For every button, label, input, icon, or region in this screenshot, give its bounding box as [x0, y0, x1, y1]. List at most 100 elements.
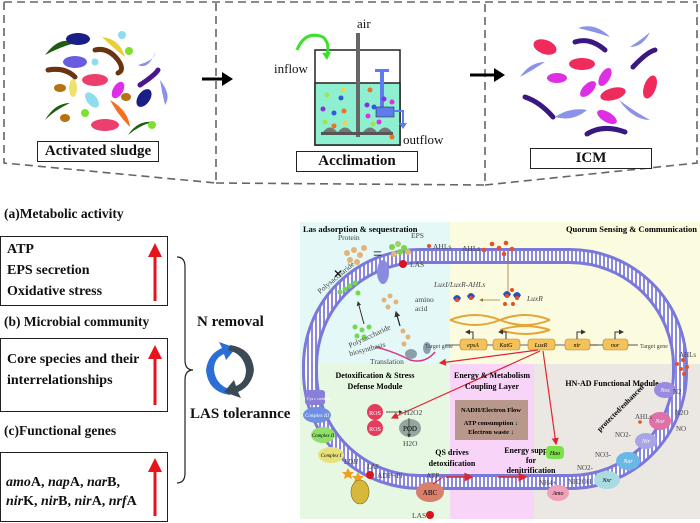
label-nh4: NH4+: [539, 479, 557, 487]
icm-microbes: [520, 26, 658, 137]
section-title-community: (b) Microbial community: [4, 314, 150, 329]
increase-arrow-icon: [148, 345, 162, 405]
gene-nirb: nir: [41, 494, 59, 509]
cycle-arrows-icon: [206, 342, 254, 398]
reactor-air-label: air: [357, 16, 371, 31]
enzyme-nir: Nir: [641, 439, 651, 445]
label-energy-support-1: Energy support: [504, 446, 558, 455]
complex-ii: Complex II: [312, 434, 335, 439]
gene-nira: nir: [74, 494, 92, 509]
reactor-inflow-label: inflow: [274, 61, 308, 76]
enzyme-nos: Nos: [659, 388, 670, 394]
reactor-illustration: [295, 33, 407, 146]
arrow-right-icon: [470, 68, 505, 82]
enzyme-nor: Nor: [654, 419, 665, 425]
activated-sludge-microbes: [45, 31, 168, 135]
label-ahls-2: AHLs: [462, 244, 480, 253]
module-title-hnad: HN-AD Functional Module: [565, 379, 659, 388]
label-atp: ATP: [426, 471, 439, 480]
cell-mechanism-diagram: = ✕ Las adsorption & sequestration Prote…: [300, 222, 700, 520]
gene-suffix: B: [58, 494, 68, 509]
label-eps: EPS: [411, 231, 424, 240]
module-title-qs: Quorum Sensing & Communication: [566, 224, 697, 234]
arrow-right-icon: [202, 72, 233, 86]
section-title-genes: (c)Functional genes: [4, 423, 117, 438]
gene-nrf: nrf: [108, 494, 127, 509]
gene-suffix: A: [91, 494, 102, 509]
label-no: NO: [676, 425, 686, 433]
label-qs-drives-1: QS drives: [435, 448, 469, 457]
label-ldh: LDH: [343, 458, 359, 466]
gene-suffix: A: [69, 475, 80, 490]
complex-i: Complex I: [321, 454, 342, 459]
module-title-las: Las adsorption & sequestration: [303, 224, 418, 234]
gene-line-1: amoA, napA, narB,: [6, 475, 121, 490]
label-ahls-1: AHLs: [433, 242, 451, 251]
gene-luxr: LuxR: [534, 343, 548, 349]
gene-amo: amo: [6, 475, 31, 490]
label-energy-support-3: denitrification: [507, 466, 556, 475]
outcome-las-tolerance: LAS tolerannce: [190, 406, 291, 422]
label-ros-2: ROS: [369, 427, 381, 433]
enzyme-amo: Amo: [552, 491, 564, 497]
nadh-line1: ATP consumption ↓: [464, 420, 518, 427]
label-acid: acid: [415, 304, 428, 313]
metabolic-activity-box: ATP EPS secretion Oxidative stress: [0, 236, 168, 306]
module-title-energy-1: Energy & Metabolism: [454, 371, 530, 380]
label-las-1: LAS: [410, 260, 424, 269]
metabolic-item: Oxidative stress: [7, 284, 103, 299]
label-ahls-3: AHLs: [635, 413, 652, 421]
label-abc: ABC: [423, 489, 438, 497]
enzyme-nxr: Nxr: [602, 478, 613, 484]
gene-line-2: nirK, nirB, nirA, nrfA: [6, 494, 137, 509]
gene-nap: nap: [48, 475, 70, 490]
module-title-energy-2: Coupling Layer: [465, 382, 519, 391]
metabolic-item: ATP: [7, 242, 34, 257]
gene-nor: nor: [611, 343, 620, 349]
label-qs-drives-2: detoxification: [429, 459, 476, 468]
stage-label-acclimation: Acclimation: [296, 151, 418, 172]
gene-katg: KatG: [498, 343, 513, 349]
label-ros-1: ROS: [369, 411, 381, 417]
outcome-n-removal: N removal: [197, 314, 264, 330]
label-ahls-4: AHLs: [679, 351, 696, 359]
label-no2-b: NO2-: [615, 431, 632, 439]
top-panel-frame: [3, 1, 698, 186]
label-n2o: N2O: [675, 409, 689, 417]
label-n2: N2: [673, 388, 682, 396]
label-las-2: LAS: [366, 463, 379, 471]
module-title-detox-2: Defense Module: [348, 382, 403, 391]
gene-suffix: A: [126, 494, 137, 509]
label-h2o: H2O: [403, 439, 418, 448]
label-las-3: LAS: [412, 511, 426, 520]
functional-genes-box: amoA, napA, narB, nirK, nirB, nirA, nrfA: [0, 452, 168, 522]
nadh-line2: Electron waste ↓: [468, 429, 514, 436]
gene-suffix: K: [23, 494, 35, 509]
gene-nir: nir: [573, 343, 581, 349]
label-no3: NO3-: [595, 451, 612, 459]
label-target-gene-right: Target gene: [640, 344, 668, 350]
metabolic-item: EPS secretion: [7, 263, 90, 278]
nadh-box: [455, 400, 528, 440]
label-luxi-luxr-ahls: LuxI/LuxR-AHLs: [433, 280, 485, 289]
module-title-detox-1: Detoxification & Stress: [336, 371, 415, 380]
label-amino: amino: [415, 295, 434, 304]
stage-label-activated-sludge: Activated sludge: [37, 141, 159, 162]
svg-text:=: =: [373, 246, 382, 263]
microbial-community-box: Core species and their interrelationship…: [0, 338, 168, 412]
stage-label-icm: ICM: [530, 148, 652, 169]
enzyme-hao: Hao: [549, 451, 560, 457]
label-protein: Protein: [338, 233, 360, 242]
label-adp: ADP+Pi: [377, 471, 403, 480]
increase-arrow-icon: [148, 458, 162, 516]
nadh-title: NADH/Electron Flow: [461, 407, 521, 414]
complex-iii: Complex III: [305, 414, 329, 419]
label-luxr: LuxR: [526, 294, 543, 303]
gene-suffix: A: [30, 475, 42, 490]
label-energy-support-2: for: [526, 456, 537, 465]
curly-brace: [176, 256, 194, 484]
reactor-outflow-label: outflow: [403, 132, 444, 147]
enzyme-nar: Nar: [622, 459, 633, 465]
svg-text:✕: ✕: [333, 267, 343, 281]
label-no2-a: NO2-: [577, 464, 594, 472]
